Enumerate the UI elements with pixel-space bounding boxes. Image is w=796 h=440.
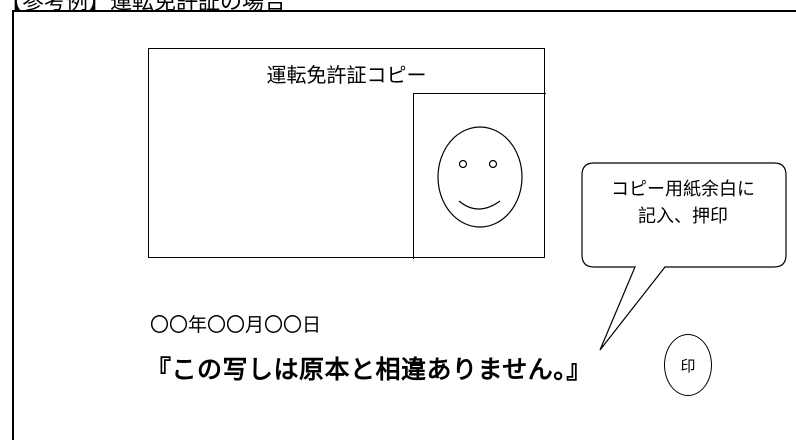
callout-line-1: コピー用紙余白に — [611, 179, 755, 200]
license-title: 運転免許証コピー — [266, 63, 427, 87]
document-frame — [12, 10, 796, 440]
smiley-face-icon — [437, 126, 523, 228]
callout-line-2: 記入、押印 — [638, 206, 728, 227]
callout-text: コピー用紙余白に 記入、押印 — [583, 176, 783, 230]
speech-bubble — [581, 162, 787, 351]
certification-statement: 『この写しは原本と相違ありません。』 — [146, 355, 592, 384]
date-line: 〇〇年〇〇月〇〇日 — [150, 314, 322, 336]
seal-stamp: 印 — [664, 334, 712, 396]
photo-box — [413, 93, 546, 259]
license-copy-card: 運転免許証コピー — [148, 48, 546, 259]
